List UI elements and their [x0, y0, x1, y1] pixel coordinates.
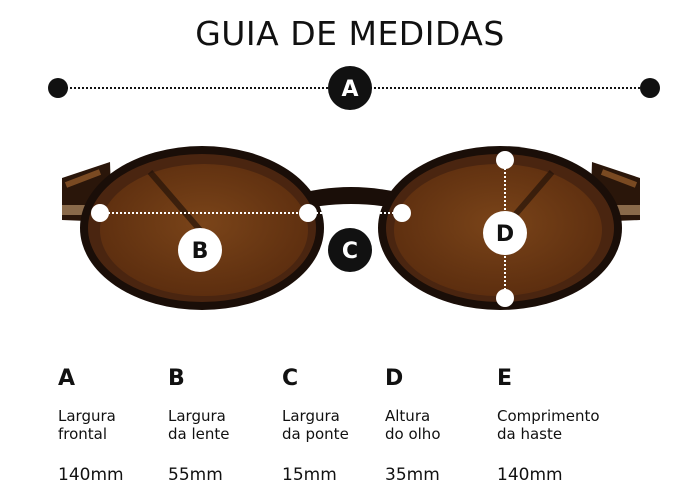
- page-title: GUIA DE MEDIDAS: [195, 14, 505, 53]
- marker-d: D: [483, 211, 527, 255]
- measure-line-b: [91, 204, 317, 222]
- measure-line-c: [308, 204, 411, 222]
- measure-value: 55mm: [168, 465, 223, 485]
- svg-text:A: A: [341, 77, 358, 102]
- measure-col-b: B Largura da lente 55mm: [168, 365, 298, 485]
- measure-label: Altura do olho: [385, 407, 441, 443]
- measure-col-d: D Altura do olho 35mm: [385, 365, 515, 485]
- measure-value: 140mm: [497, 465, 563, 485]
- marker-c: C: [328, 228, 372, 272]
- measure-letter: B: [168, 366, 185, 391]
- endpoint-left: [48, 78, 68, 98]
- measure-letter: C: [282, 366, 299, 391]
- measure-col-e: E Comprimento da haste 140mm: [497, 365, 627, 485]
- marker-a: A: [328, 66, 372, 110]
- measure-label: Comprimento da haste: [497, 407, 600, 443]
- endpoint-right: [640, 78, 660, 98]
- measure-col-c: C Largura da ponte 15mm: [282, 365, 412, 485]
- measure-letter: A: [58, 366, 76, 391]
- glasses-diagram: A B C D: [48, 66, 660, 310]
- bridge: [290, 187, 412, 212]
- svg-text:C: C: [342, 239, 358, 264]
- marker-b: B: [178, 228, 222, 272]
- measure-label: Largura da lente: [168, 407, 230, 443]
- measure-label: Largura da ponte: [282, 407, 349, 443]
- measure-value: 35mm: [385, 465, 440, 485]
- measure-letter: E: [497, 366, 513, 391]
- measure-label: Largura frontal: [58, 407, 116, 443]
- measure-value: 15mm: [282, 465, 337, 485]
- svg-text:D: D: [496, 222, 514, 247]
- measure-col-a: A Largura frontal 140mm: [58, 365, 188, 485]
- svg-text:B: B: [192, 239, 209, 264]
- measure-value: 140mm: [58, 465, 124, 485]
- measure-letter: D: [385, 366, 404, 391]
- left-lens: [80, 146, 324, 310]
